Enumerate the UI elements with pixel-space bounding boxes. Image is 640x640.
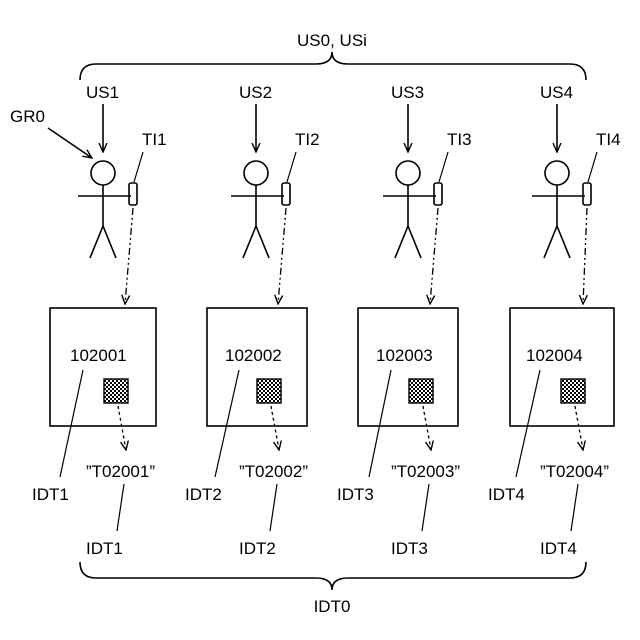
- user-label: US4: [540, 83, 573, 102]
- column-3: US3 TI3 102003 ”T02003” IDT3 IDT3: [337, 83, 472, 558]
- text-id: ”T02002”: [239, 462, 308, 481]
- bottom-brace-label: IDT0: [314, 597, 351, 616]
- text-id: ”T02004”: [540, 462, 609, 481]
- column-4: US4 TI4 102004 ”T02004” IDT4 IDT4: [488, 83, 621, 558]
- terminal-leader: [588, 152, 597, 182]
- terminal-leader: [134, 152, 143, 182]
- text-id-leader: [117, 484, 124, 531]
- transmit-arrow: [430, 208, 438, 304]
- transmit-arrow: [583, 208, 587, 304]
- pattern-arrow: [271, 406, 279, 450]
- pattern-icon: [257, 379, 281, 403]
- text-id-leader: [422, 484, 429, 531]
- idt-mid-label: IDT1: [32, 485, 69, 504]
- transmit-arrow: [278, 208, 286, 304]
- code-number: 102001: [70, 346, 127, 365]
- person-right-leg: [557, 226, 570, 258]
- text-id: ”T02003”: [391, 462, 460, 481]
- code-box: [510, 308, 614, 426]
- text-id-leader: [270, 484, 277, 531]
- terminal-device: [282, 183, 290, 205]
- code-number: 102004: [526, 346, 583, 365]
- group-label: GR0: [10, 107, 45, 126]
- idt-mid-label: IDT2: [185, 485, 222, 504]
- terminal-leader: [287, 152, 296, 182]
- column-2: US2 TI2 102002 ”T02002” IDT2 IDT2: [185, 83, 320, 558]
- id-leader: [516, 370, 540, 477]
- person-right-leg: [408, 226, 421, 258]
- bottom-brace: [80, 562, 586, 590]
- terminal-label: TI2: [295, 130, 320, 149]
- top-brace-label: US0, USi: [297, 31, 367, 50]
- user-label: US2: [239, 83, 272, 102]
- pattern-arrow: [118, 406, 126, 450]
- terminal-label: TI4: [596, 130, 621, 149]
- pattern-icon: [409, 379, 433, 403]
- pattern-icon: [561, 379, 585, 403]
- person-figure: [231, 161, 284, 258]
- person-figure: [78, 161, 131, 258]
- person-head: [244, 161, 268, 185]
- person-left-leg: [544, 226, 557, 258]
- idt-mid-label: IDT3: [337, 485, 374, 504]
- idt-bottom-label: IDT4: [540, 539, 577, 558]
- code-box: [50, 308, 156, 426]
- id-leader: [369, 370, 391, 477]
- text-id-leader: [571, 484, 578, 531]
- idt-bottom-label: IDT3: [391, 539, 428, 558]
- id-leader: [215, 370, 239, 477]
- person-figure: [383, 161, 436, 258]
- transmit-arrow: [125, 208, 133, 304]
- id-leader: [60, 370, 83, 477]
- idt-mid-label: IDT4: [488, 485, 525, 504]
- person-left-leg: [243, 226, 256, 258]
- code-box: [358, 308, 458, 426]
- pattern-icon: [104, 379, 128, 403]
- person-left-leg: [90, 226, 103, 258]
- code-number: 102003: [376, 346, 433, 365]
- idt-bottom-label: IDT1: [86, 539, 123, 558]
- person-head: [545, 161, 569, 185]
- person-right-leg: [103, 226, 116, 258]
- terminal-label: TI1: [142, 130, 167, 149]
- group-arrow: [48, 128, 92, 158]
- column-1: US1 TI1 102001 ”T02001” IDT1 IDT1: [32, 83, 167, 558]
- code-box: [207, 308, 307, 426]
- terminal-leader: [439, 152, 448, 182]
- top-brace: [80, 52, 586, 80]
- terminal-device: [583, 183, 591, 205]
- terminal-label: TI3: [447, 130, 472, 149]
- text-id: ”T02001”: [86, 462, 155, 481]
- user-label: US1: [86, 83, 119, 102]
- person-right-leg: [256, 226, 269, 258]
- pattern-arrow: [423, 406, 431, 450]
- terminal-device: [129, 183, 137, 205]
- user-label: US3: [391, 83, 424, 102]
- code-number: 102002: [225, 346, 282, 365]
- pattern-arrow: [575, 406, 583, 450]
- person-figure: [532, 161, 585, 258]
- terminal-device: [434, 183, 442, 205]
- person-head: [396, 161, 420, 185]
- person-head: [91, 161, 115, 185]
- person-left-leg: [395, 226, 408, 258]
- idt-bottom-label: IDT2: [239, 539, 276, 558]
